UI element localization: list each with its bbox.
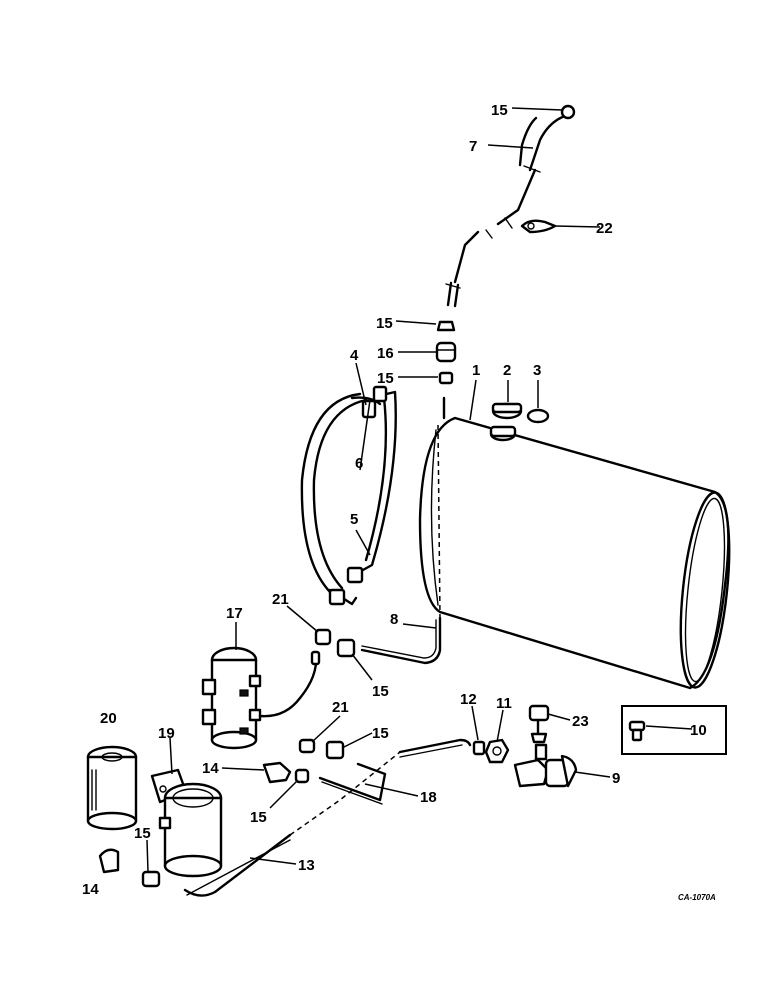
- callout-6: 6: [355, 455, 363, 472]
- callout-14-lower: 14: [82, 881, 99, 898]
- callout-23: 23: [572, 713, 589, 730]
- callout-15-neck: 15: [376, 315, 393, 332]
- drawing-code: CA-1070A: [678, 893, 716, 902]
- fuel-line-tank: [360, 616, 442, 665]
- callout-15-top: 15: [491, 102, 508, 119]
- callout-22: 22: [596, 220, 613, 237]
- callout-21-lower: 21: [332, 699, 349, 716]
- fittings-right: [472, 738, 510, 764]
- callout-3: 3: [533, 362, 541, 379]
- callout-1: 1: [472, 362, 480, 379]
- callout-14-upper: 14: [202, 760, 219, 777]
- callout-15-bottom: 15: [134, 825, 151, 842]
- elbow-fitting: [262, 761, 310, 784]
- drain-plug: [528, 704, 550, 744]
- callout-8: 8: [390, 611, 398, 628]
- callout-18: 18: [420, 789, 437, 806]
- callout-11: 11: [496, 695, 512, 712]
- fuel-line-return: [183, 833, 292, 897]
- fuel-tank: [418, 416, 731, 690]
- callout-7: 7: [469, 138, 477, 155]
- filler-cap: [491, 402, 523, 420]
- callout-9: 9: [612, 770, 620, 787]
- callout-15-lower-neck: 15: [377, 370, 394, 387]
- callout-4: 4: [350, 347, 359, 364]
- callout-labels: 15 7 22 15 16 15 4 1 2 3 6 5 8 21 15 17 …: [82, 102, 716, 902]
- fuel-filter-assembly: [150, 768, 223, 878]
- callout-2: 2: [503, 362, 511, 379]
- callout-13: 13: [298, 857, 315, 874]
- tube-clip: [520, 219, 557, 234]
- filter-element: [86, 745, 138, 831]
- vent-fitting-top: [560, 104, 576, 120]
- vent-tube: [445, 113, 570, 308]
- callout-17: 17: [226, 605, 243, 622]
- inset-box: [621, 705, 727, 755]
- tank-mounting-straps: [300, 385, 397, 606]
- callout-5: 5: [350, 511, 358, 528]
- fittings-lower: [98, 848, 161, 888]
- fitting-stack: [435, 320, 457, 420]
- cap-gasket: [526, 408, 550, 424]
- fittings-upper: [298, 628, 356, 760]
- shutoff-valve: [513, 743, 578, 788]
- callout-21-upper: 21: [272, 591, 289, 608]
- leader-lines: [146, 107, 693, 873]
- callout-15-filter: 15: [250, 809, 267, 826]
- callout-15-mid: 15: [372, 725, 389, 742]
- callout-16: 16: [377, 345, 394, 362]
- electric-fuel-pump: [201, 646, 321, 750]
- callout-12: 12: [460, 691, 477, 708]
- callout-15-upper: 15: [372, 683, 389, 700]
- fuel-line-bent: [318, 762, 387, 802]
- callout-19: 19: [158, 725, 175, 742]
- callout-20: 20: [100, 710, 117, 727]
- callout-10: 10: [690, 722, 707, 739]
